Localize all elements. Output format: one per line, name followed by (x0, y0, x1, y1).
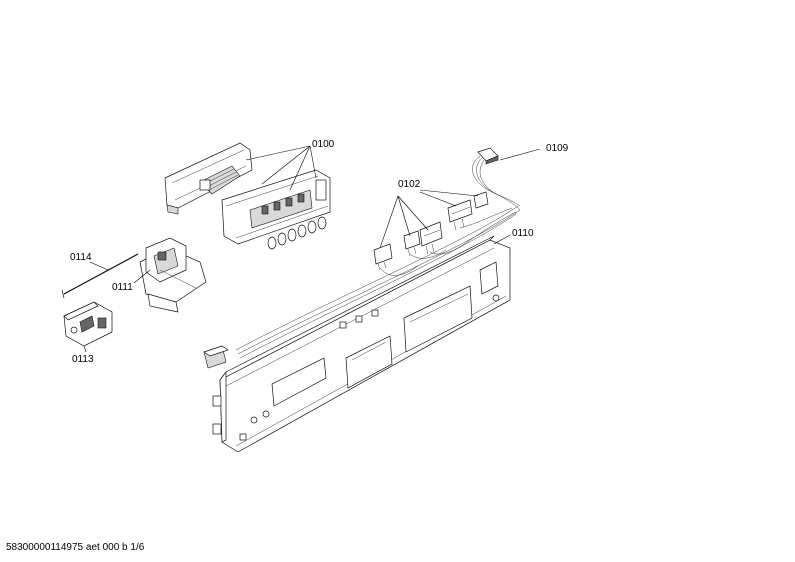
callout-0109: 0109 (546, 143, 569, 154)
part-0109-wiring-harness (235, 147, 541, 359)
part-0102-connectors (373, 189, 517, 276)
part-0113-switch (63, 301, 113, 353)
document-code: 58300000114975 aet 000 b 1/6 (6, 542, 145, 553)
part-0111-housing (133, 237, 207, 313)
part-0114-rod (61, 253, 139, 299)
callout-0110: 0110 (512, 228, 534, 239)
part-0100-control-module (164, 142, 331, 250)
part-0110-front-panel (203, 234, 511, 453)
keypad-row (267, 216, 327, 250)
callout-0100: 0100 (312, 139, 335, 150)
callout-0114: 0114 (70, 252, 92, 263)
callout-0111: 0111 (112, 282, 133, 293)
callout-0113: 0113 (72, 354, 94, 365)
callout-0102: 0102 (398, 179, 421, 190)
